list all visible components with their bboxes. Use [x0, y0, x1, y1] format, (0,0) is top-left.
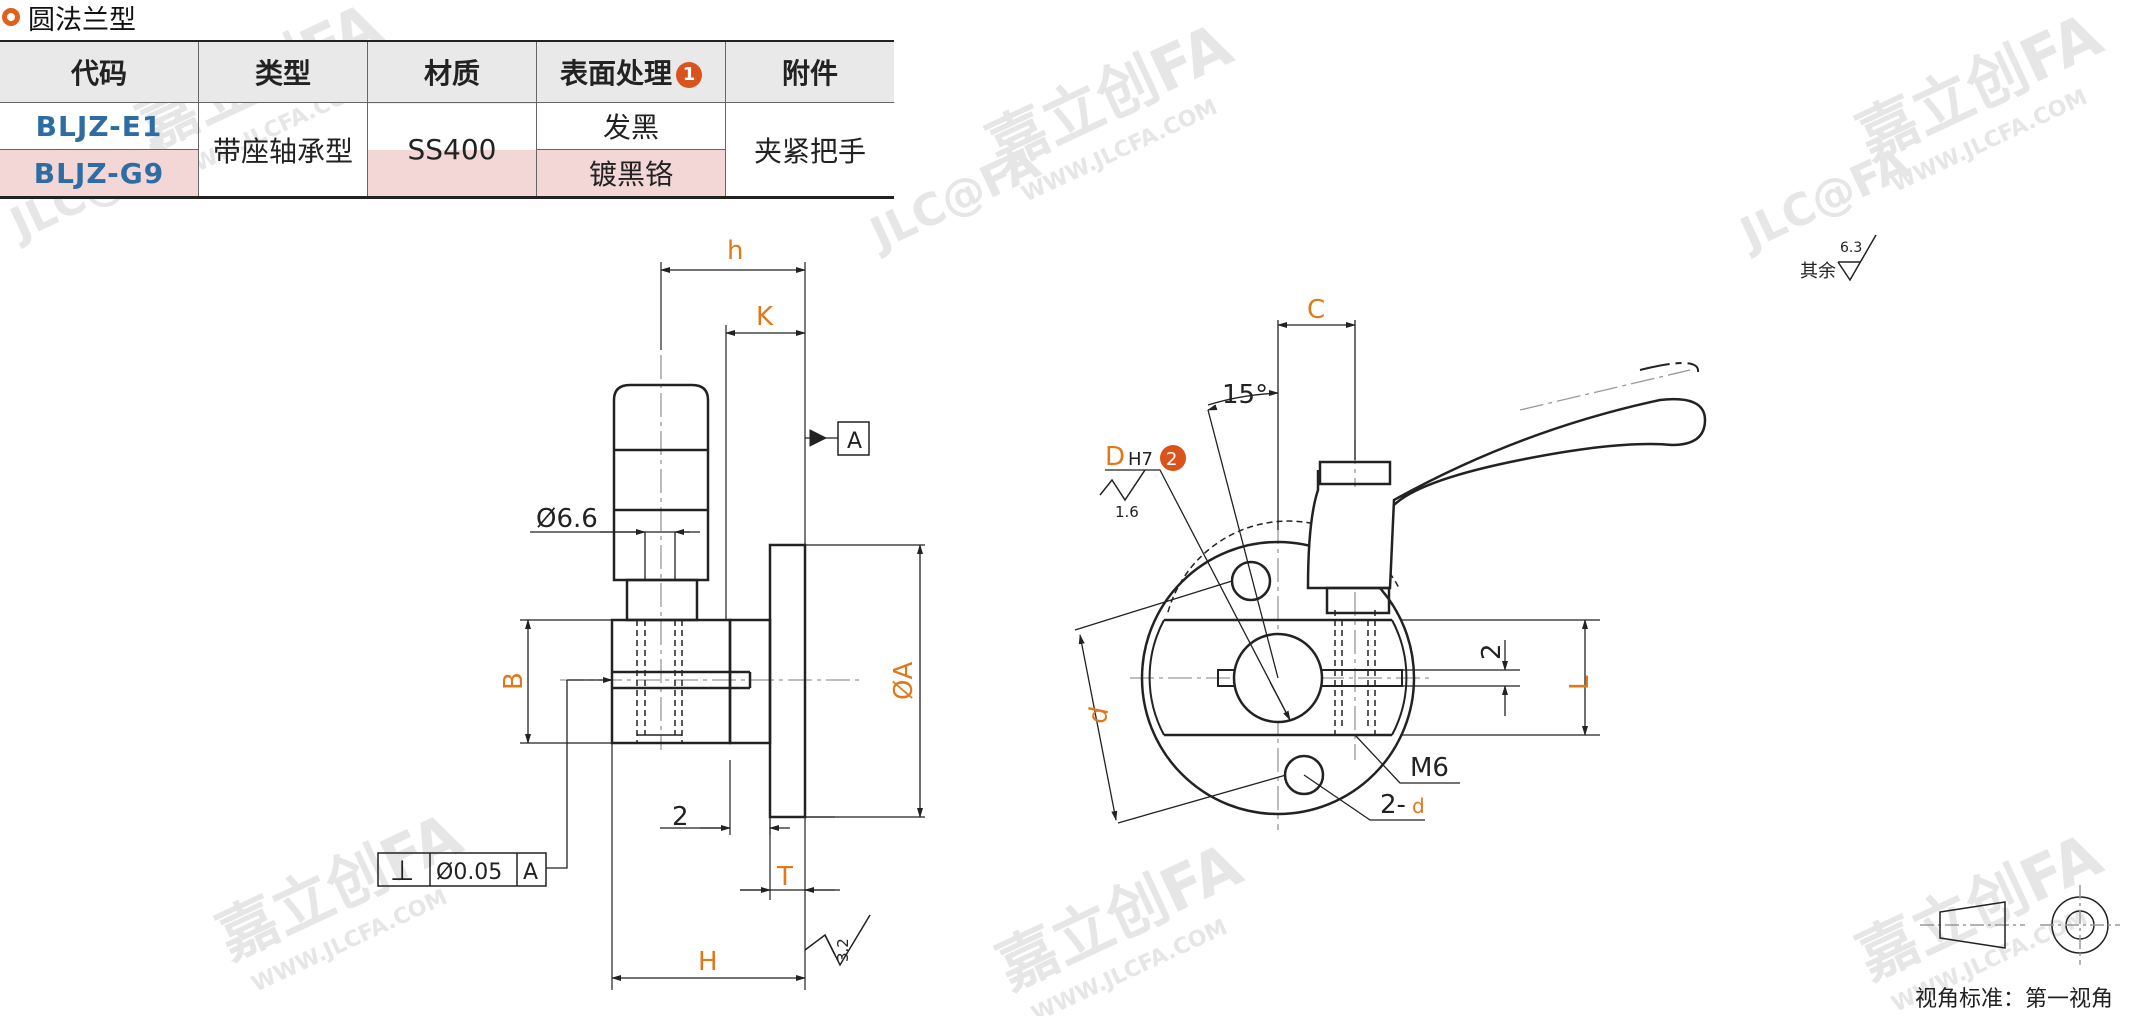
dim-slot-2: 2 — [1477, 643, 1507, 660]
section-title: 圆法兰型 — [0, 0, 136, 36]
datum-label: A — [847, 429, 862, 454]
material-cell: SS400 — [367, 102, 537, 198]
side-view — [377, 262, 925, 990]
hole-d-label: d — [1412, 794, 1425, 818]
section-title-text: 圆法兰型 — [28, 4, 136, 36]
finish-cell: 镀黑铬 — [536, 149, 726, 198]
circle-icon — [2, 8, 20, 26]
header-finish-label: 表面处理 — [559, 57, 672, 90]
hole-count-label: 2- — [1380, 790, 1406, 820]
dim-D: D — [1105, 442, 1125, 472]
dim-phi-A: ØA — [889, 662, 919, 700]
accessory-cell: 夹紧把手 — [725, 102, 894, 198]
dim-2: 2 — [672, 802, 689, 832]
finish-cell: 发黑 — [536, 102, 726, 150]
table-row: BLJZ-G9 镀黑铬 — [0, 149, 894, 198]
header-accessory: 附件 — [725, 40, 894, 103]
dim-L: L — [1565, 675, 1595, 690]
dim-K: K — [756, 302, 774, 332]
type-cell: 带座轴承型 — [198, 102, 368, 198]
dim-C: C — [1307, 295, 1325, 325]
note-badge-2 — [1160, 445, 1186, 471]
perpendicularity-symbol: ⊥ — [390, 854, 414, 887]
dim-phi-6-6: Ø6.6 — [536, 504, 598, 534]
roughness-other: 其余 6.3 — [1800, 234, 1877, 282]
tolerance-H7: H7 — [1128, 449, 1153, 470]
roughness-3-2: 3.2 — [834, 938, 852, 962]
dim-T: T — [776, 862, 793, 892]
table-row: BLJZ-E1 带座轴承型 SS400 发黑 夹紧把手 — [0, 102, 894, 198]
front-view — [1074, 320, 1707, 830]
roughness-other-value: 6.3 — [1840, 240, 1862, 256]
header-type: 类型 — [198, 40, 368, 103]
header-code: 代码 — [0, 40, 199, 103]
dim-B: B — [499, 672, 529, 690]
thread-M6: M6 — [1410, 753, 1449, 783]
header-material: 材质 — [367, 40, 537, 103]
code-cell: BLJZ-G9 — [0, 149, 199, 198]
dim-h: h — [727, 236, 743, 266]
dim-H: H — [698, 947, 718, 977]
roughness-1-6: 1.6 — [1115, 503, 1139, 521]
projection-label: 视角标准：第一视角 — [1915, 987, 2113, 1012]
code-cell: BLJZ-E1 — [0, 102, 199, 150]
roughness-other-label: 其余 — [1800, 261, 1836, 282]
tolerance-value: Ø0.05 — [436, 860, 502, 885]
note-badge-2-text: 2 — [1166, 449, 1177, 470]
dim-d: d — [1083, 704, 1116, 726]
first-angle-projection-icon — [1920, 885, 2120, 965]
tolerance-datum: A — [523, 860, 538, 885]
note-badge-1: 1 — [676, 62, 702, 88]
dim-angle-15: 15° — [1222, 380, 1268, 410]
